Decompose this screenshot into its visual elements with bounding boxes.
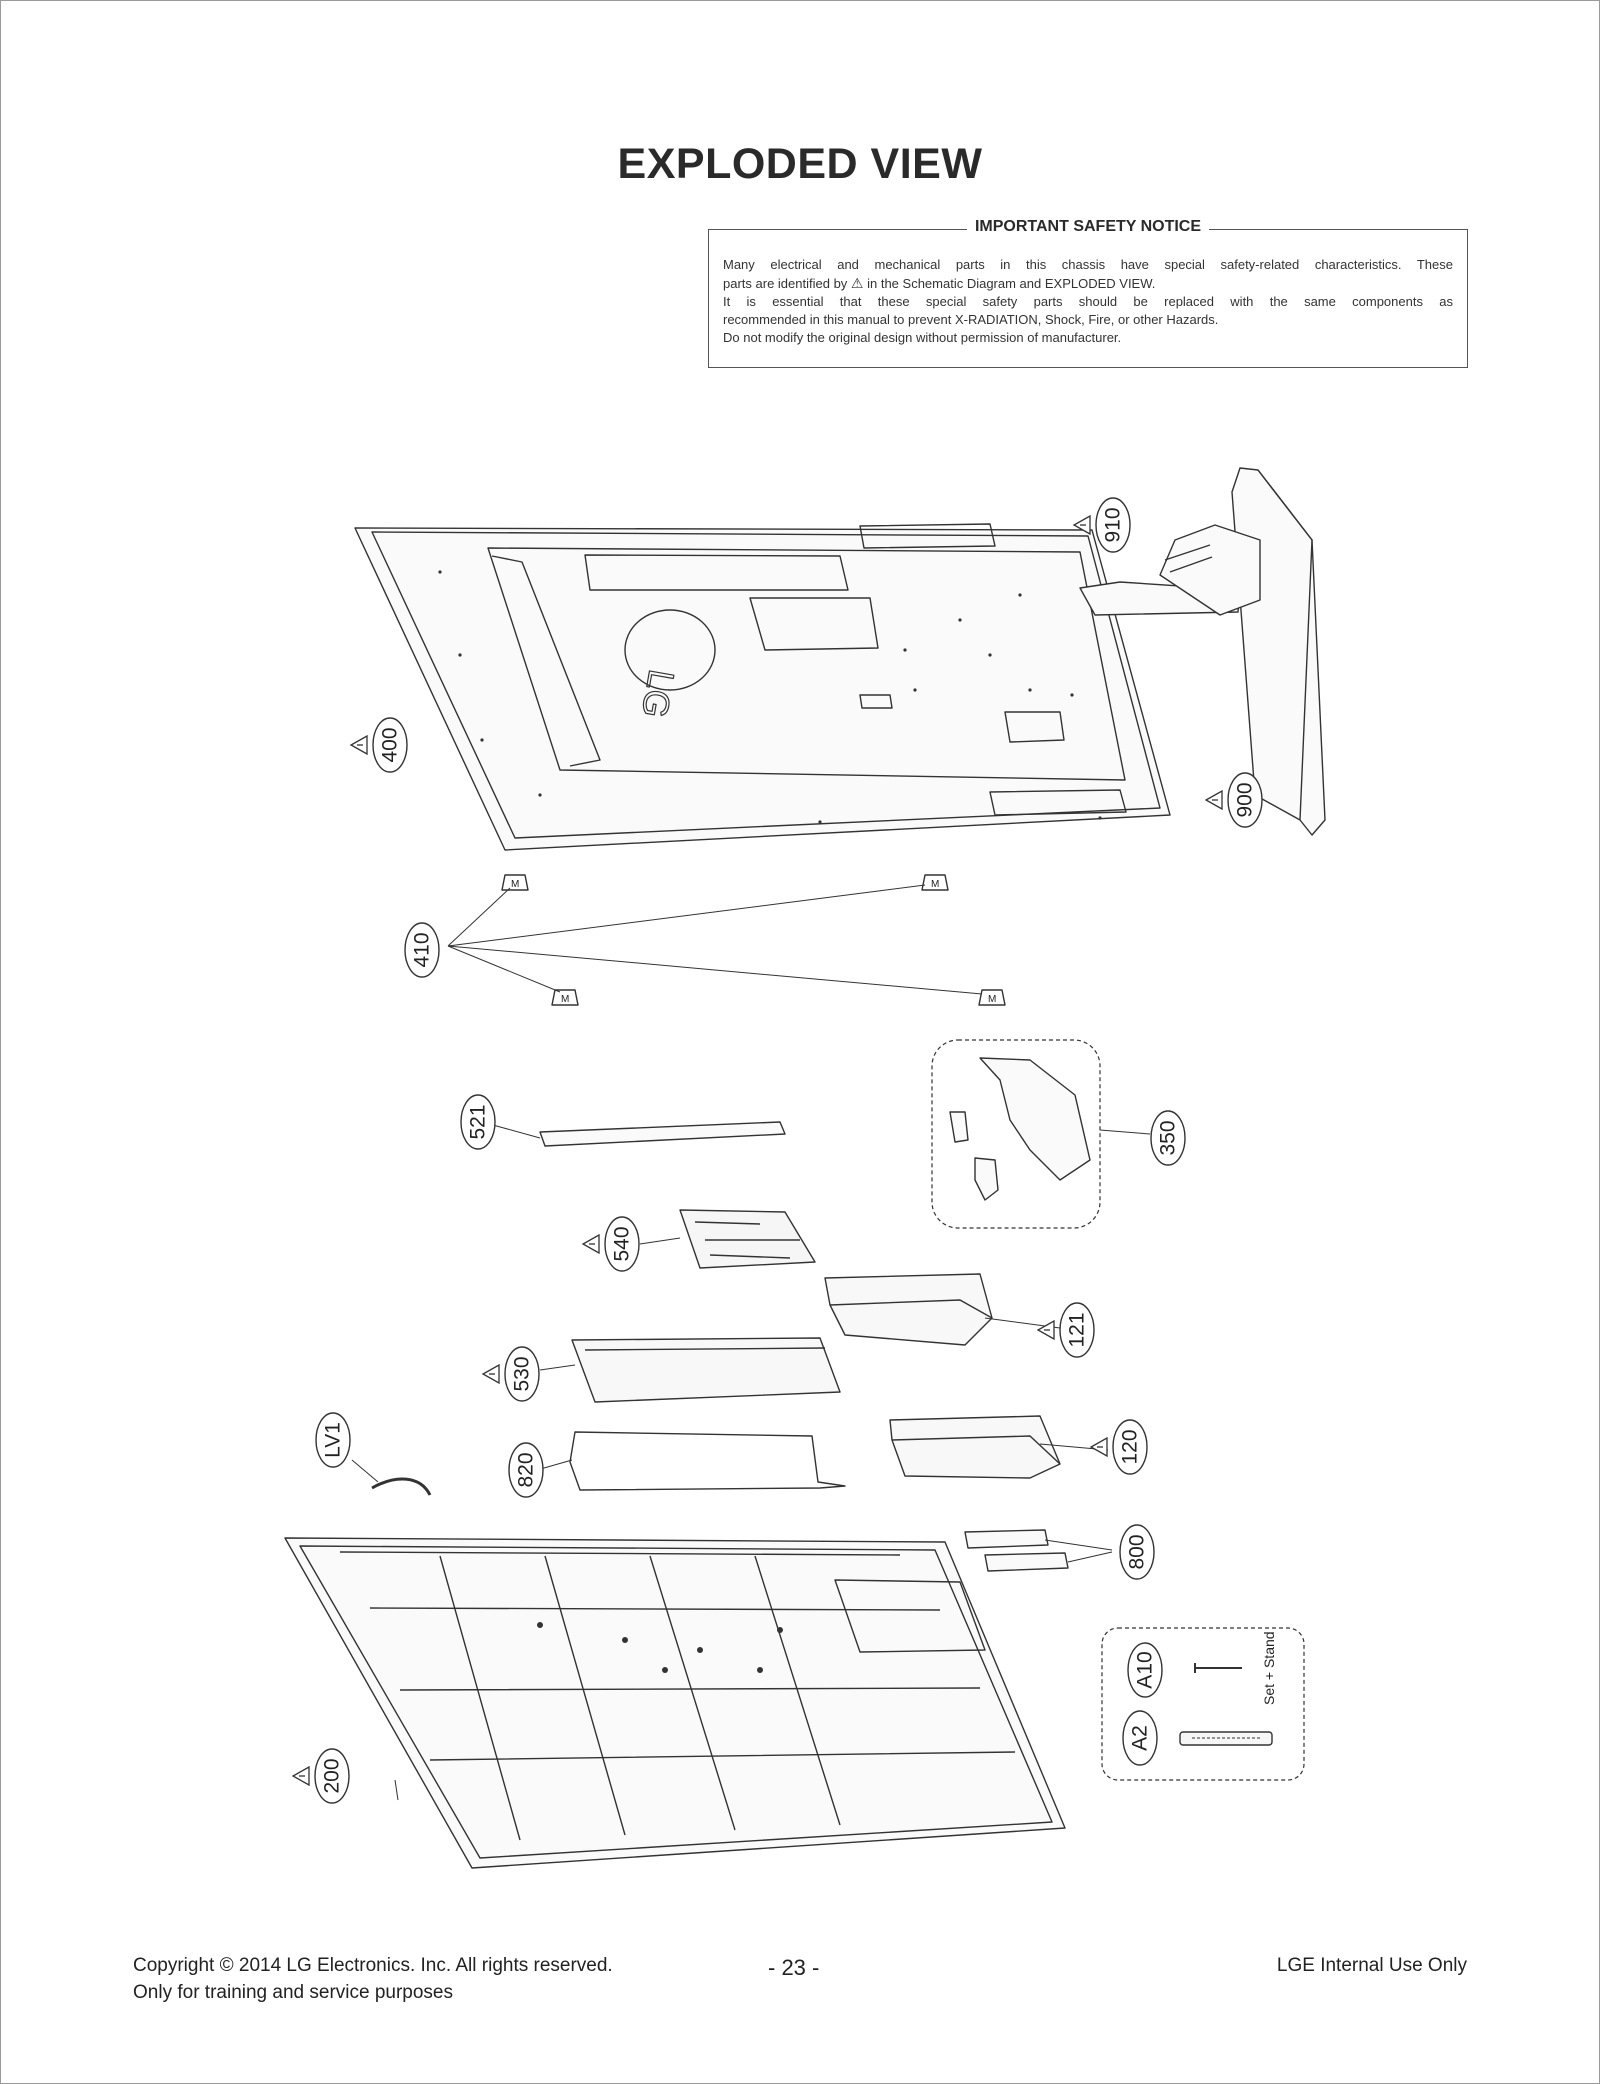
part-callout-530: 530 [481,1346,540,1402]
part-callout-350: 350 [1150,1110,1186,1166]
callout-number: 200 [321,1758,344,1793]
callout-number: LV1 [322,1422,345,1458]
part-callout-820: 820 [508,1442,544,1498]
warning-triangle-icon: ⚠ [850,275,864,291]
lg-logo-text: LG [634,667,683,721]
part-820-insulator-sheet [536,1431,846,1491]
callout-number: 350 [1157,1120,1180,1155]
safety-notice-heading: IMPORTANT SAFETY NOTICE [966,218,1210,235]
mount-mark: M [931,879,939,890]
part-900-stand-base [1079,467,1326,836]
callout-oval [1227,772,1263,828]
part-callout-410: 410 [404,922,440,978]
part-callout-121: 121 [1036,1302,1095,1358]
callout-number: 800 [1126,1534,1149,1569]
part-121-speaker [824,1273,1076,1346]
page-title: EXPLODED VIEW [617,140,983,188]
part-350-jack-group [931,1039,1151,1229]
mount-mark: M [561,994,569,1005]
notice-line: Do not modify the original design withou… [723,330,1122,345]
callout-number: 540 [611,1226,634,1261]
part-800-brackets [964,1529,1113,1572]
callout-oval [314,1748,350,1804]
callout-oval [315,1412,351,1468]
part-callout-a10: A10 [1127,1642,1163,1698]
part-accessories-group [1101,1627,1305,1781]
callout-number: A10 [1134,1651,1157,1688]
notice-line: Many electrical and mechanical parts in … [723,257,1453,272]
part-120-speaker [889,1415,1109,1479]
callout-oval [460,1094,496,1150]
callout-oval [1150,1110,1186,1166]
part-callout-a2: A2 [1122,1710,1158,1766]
mount-mark: M [988,994,996,1005]
callout-number: 120 [1119,1429,1142,1464]
callout-oval [504,1346,540,1402]
callout-oval [372,717,408,773]
callout-oval [1095,497,1131,553]
callout-number: A2 [1129,1725,1152,1751]
callout-oval [604,1216,640,1272]
callout-number: 530 [511,1356,534,1391]
safety-notice-box: IMPORTANT SAFETY NOTICE Many electrical … [708,218,1468,368]
part-lv1-cable [351,1459,432,1496]
footer-copyright: Copyright © 2014 LG Electronics. Inc. Al… [133,1955,613,1976]
part-callout-910: 910 [1072,497,1131,553]
part-callout-120: 120 [1089,1419,1148,1475]
mount-mark: M [511,879,519,890]
part-521-rail [492,1121,786,1147]
part-540-main-board [639,1209,816,1269]
callout-number: 910 [1102,507,1125,542]
callout-oval [1119,1524,1155,1580]
callout-oval [1112,1419,1148,1475]
notice-line: It is essential that these special safet… [723,294,1453,309]
callout-number: 820 [515,1452,538,1487]
page-number: - 23 - [768,1955,820,1980]
part-callout-800: 800 [1119,1524,1155,1580]
safety-notice-body: Many electrical and mechanical parts in … [723,256,1453,347]
part-callout-521: 521 [460,1094,496,1150]
part-400-back-cover: LG [354,523,1171,851]
footer-purpose: Only for training and service purposes [133,1982,453,2003]
part-410-brackets [447,874,1006,1006]
screw-note: Set + Stand [1261,1631,1277,1705]
part-callout-540: 540 [581,1216,640,1272]
part-callout-lv1: LV1 [315,1412,351,1468]
callout-oval [508,1442,544,1498]
footer-internal: LGE Internal Use Only [1276,1955,1467,1976]
callout-number: 121 [1066,1312,1089,1347]
notice-line: recommended in this manual to prevent X-… [723,312,1219,327]
callout-oval [1059,1302,1095,1358]
notice-line: parts are identified by ⚠ in the Schemat… [723,275,1156,291]
callout-number: 521 [467,1104,490,1139]
callout-number: 900 [1234,782,1257,817]
part-callout-200: 200 [291,1748,350,1804]
callout-oval [404,922,440,978]
callout-number: 410 [411,932,434,967]
part-200-lcd-panel [284,1537,1066,1869]
part-callout-400: 400 [349,717,408,773]
callout-oval [1127,1642,1163,1698]
callout-oval [1122,1710,1158,1766]
part-callout-900: 900 [1204,772,1263,828]
callout-number: 400 [379,727,402,762]
part-530-power-board [539,1337,841,1403]
